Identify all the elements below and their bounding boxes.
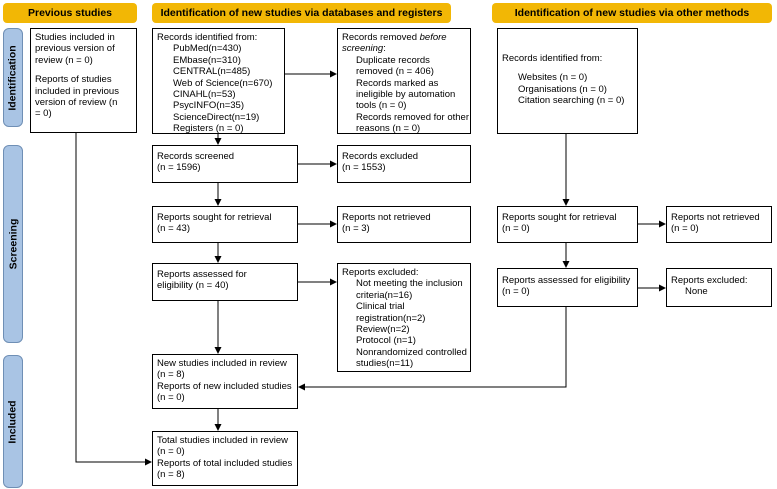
records-removed-item: Records marked as: [356, 77, 439, 89]
records-removed-item: tools (n = 0): [356, 100, 407, 112]
reports-excluded-db-item: studies(n=11): [356, 358, 414, 370]
records-screened-line1: Records screened: [157, 151, 235, 162]
reports-not-retrieved-other-line2: (n = 0): [671, 223, 699, 235]
reports-excluded-db-item: Nonrandomized controlled: [356, 346, 467, 358]
total-included-line4: (n = 8): [157, 469, 185, 481]
records-removed-title-em: before: [419, 32, 447, 43]
reports-assessed-other-line2: (n = 0): [502, 286, 530, 298]
records-source: Web of Science(n=670): [173, 77, 273, 89]
records-removed-item: Duplicate records: [356, 54, 430, 66]
records-removed-title: Records removed before: [342, 32, 447, 43]
stage-included: Included: [3, 355, 23, 488]
reports-excluded-db-item: Not meeting the inclusion: [356, 278, 463, 290]
records-source: EMbase(n=310): [173, 54, 241, 66]
stage-identification: Identification: [3, 28, 23, 127]
total-included-line1: Total studies included in review: [157, 435, 288, 446]
reports-not-retrieved-db-line2: (n = 3): [342, 223, 370, 235]
header-previous-studies: Previous studies: [3, 3, 137, 23]
reports-excluded-db-title: Reports excluded:: [342, 267, 419, 278]
records-identified-box: Records identified from: PubMed(n=430) E…: [152, 28, 285, 134]
records-removed-item: removed (n = 406): [356, 66, 434, 78]
records-removed-title-line2: screening:: [342, 43, 386, 55]
other-records-identified-title: Records identified from:: [502, 53, 603, 64]
previous-line-5: included in previous: [35, 85, 119, 97]
records-screened-line2: (n = 1596): [157, 162, 201, 174]
other-records-identified-box: Records identified from: Websites (n = 0…: [497, 28, 638, 134]
stage-screening-label: Screening: [7, 218, 19, 270]
reports-assessed-db-line2: eligibility (n = 40): [157, 280, 229, 292]
reports-excluded-other-box: Reports excluded: None: [666, 268, 772, 307]
reports-not-retrieved-db-box: Reports not retrieved (n = 3): [337, 206, 471, 243]
reports-excluded-db-item: registration(n=2): [356, 312, 426, 324]
records-removed-item: Records removed for other: [356, 111, 469, 123]
total-included-line2: (n = 0): [157, 446, 185, 458]
other-source: Citation searching (n = 0): [518, 95, 625, 107]
records-removed-box: Records removed before screening: Duplic…: [337, 28, 471, 134]
records-excluded-line2: (n = 1553): [342, 162, 386, 174]
reports-excluded-db-item: Protocol (n=1): [356, 335, 416, 347]
reports-assessed-other-box: Reports assessed for eligibility (n = 0): [497, 268, 638, 307]
other-source: Organisations (n = 0): [518, 83, 607, 95]
reports-sought-other-line2: (n = 0): [502, 223, 530, 235]
previous-line-2: previous version of: [35, 43, 115, 55]
reports-assessed-db-box: Reports assessed for eligibility (n = 40…: [152, 263, 298, 301]
reports-sought-db-box: Reports sought for retrieval (n = 43): [152, 206, 298, 243]
records-identified-title: Records identified from:: [157, 32, 258, 43]
reports-assessed-other-line1: Reports assessed for eligibility: [502, 275, 631, 286]
records-screened-box: Records screened (n = 1596): [152, 145, 298, 183]
stage-included-label: Included: [7, 399, 20, 444]
reports-excluded-db-item: Review(n=2): [356, 324, 410, 336]
total-included-line3: Reports of total included studies: [157, 457, 293, 469]
header-other-methods: Identification of new studies via other …: [492, 3, 772, 23]
total-studies-included-box: Total studies included in review (n = 0)…: [152, 431, 298, 486]
previous-line-1: Studies included in: [35, 32, 115, 43]
records-source: PsycINFO(n=35): [173, 100, 245, 112]
records-source: CENTRAL(n=485): [173, 66, 251, 78]
previous-line-3: review (n = 0): [35, 54, 93, 66]
new-included-line2: (n = 8): [157, 369, 185, 381]
records-source: Registers (n = 0): [173, 123, 244, 134]
previous-studies-box: Studies included in previous version of …: [30, 28, 137, 133]
new-included-line1: New studies included in review: [157, 358, 287, 369]
records-source: CINAHL(n=53): [173, 89, 236, 101]
reports-not-retrieved-other-line1: Reports not retrieved: [671, 212, 760, 223]
new-included-line3: Reports of new included studies: [157, 380, 292, 392]
reports-sought-other-line1: Reports sought for retrieval: [502, 212, 617, 223]
records-removed-item: ineligible by automation: [356, 89, 456, 101]
previous-line-6: version of review (n: [35, 97, 118, 109]
reports-excluded-other-line1: Reports excluded:: [671, 275, 748, 286]
reports-excluded-other-line2: None: [685, 286, 708, 298]
stage-screening: Screening: [3, 145, 23, 343]
header-databases-registers: Identification of new studies via databa…: [152, 3, 451, 23]
reports-not-retrieved-other-box: Reports not retrieved (n = 0): [666, 206, 772, 243]
reports-sought-db-line2: (n = 43): [157, 223, 191, 235]
reports-sought-db-line1: Reports sought for retrieval: [157, 212, 272, 223]
stage-identification-label: Identification: [7, 44, 19, 111]
reports-not-retrieved-db-line1: Reports not retrieved: [342, 212, 431, 223]
records-removed-item: reasons (n = 0): [356, 123, 421, 134]
records-source: PubMed(n=430): [173, 43, 242, 55]
new-included-line4: (n = 0): [157, 392, 185, 404]
previous-line-4: Reports of studies: [35, 74, 112, 86]
records-excluded-box: Records excluded (n = 1553): [337, 145, 471, 183]
previous-line-7: = 0): [35, 108, 52, 120]
reports-excluded-db-item: Clinical trial: [356, 301, 405, 313]
reports-assessed-db-line1: Reports assessed for: [157, 269, 247, 280]
new-studies-included-box: New studies included in review (n = 8) R…: [152, 354, 298, 409]
arrow-previous-to-total: [75, 133, 152, 466]
reports-excluded-db-box: Reports excluded: Not meeting the inclus…: [337, 263, 471, 372]
reports-sought-other-box: Reports sought for retrieval (n = 0): [497, 206, 638, 243]
records-source: ScienceDirect(n=19): [173, 111, 260, 123]
records-excluded-line1: Records excluded: [342, 151, 419, 162]
other-source: Websites (n = 0): [518, 72, 588, 84]
reports-excluded-db-item: criteria(n=16): [356, 289, 413, 301]
